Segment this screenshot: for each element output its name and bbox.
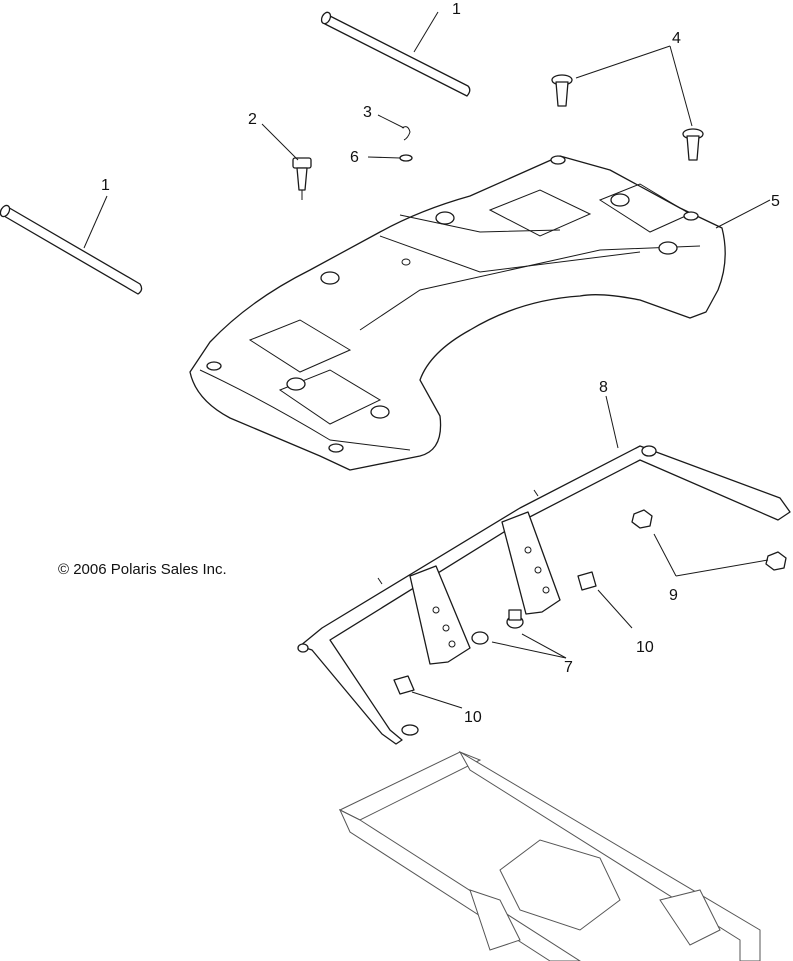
bolt-part-10-b [393,675,415,695]
screw-part-4-lower [682,128,704,161]
rack-support-part-8 [297,445,791,745]
nut-part-9-b [765,551,787,571]
rear-rack-part-5 [189,155,726,471]
nut-part-9-a [631,509,653,529]
callout-6: 6 [350,149,359,166]
callout-1-top: 1 [452,1,461,18]
callout-3: 3 [363,104,372,121]
callout-5: 5 [771,193,780,210]
bolt-part-2 [292,157,312,200]
callout-2: 2 [248,111,257,128]
copyright-notice: © 2006 Polaris Sales Inc. [58,561,227,578]
clip-part-3 [401,126,411,141]
callout-4: 4 [672,30,681,47]
washer-part-6 [399,154,413,162]
bolt-part-10-a [577,571,597,591]
spacer-part-7-b [506,609,524,629]
callout-9: 9 [669,587,678,604]
rod-part-1-left [0,204,143,295]
spacer-part-7-a [471,631,489,645]
screw-part-4-upper [551,74,573,107]
callout-10-right: 10 [636,639,654,656]
rod-part-1-top [320,11,471,97]
callout-7: 7 [564,659,573,676]
callout-10-left: 10 [464,709,482,726]
callout-8: 8 [599,379,608,396]
callout-1-left: 1 [101,177,110,194]
vehicle-frame [338,750,761,961]
leader-lines [83,11,771,709]
